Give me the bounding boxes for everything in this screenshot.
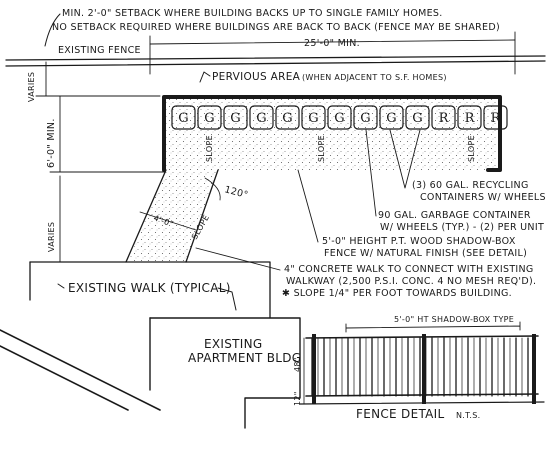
- handrail-line-b: [0, 345, 129, 411]
- existing-walk-outline: [29, 261, 271, 319]
- fence-type-dim: [345, 321, 521, 333]
- container-letter: R: [465, 111, 476, 126]
- container-letter: G: [256, 111, 266, 126]
- existing-fence-label: EXISTING FENCE: [58, 45, 141, 56]
- garbage-note-line1: 90 GAL. GARBAGE CONTAINER: [378, 210, 531, 221]
- varies-top-label: VARIES: [27, 72, 36, 102]
- width-dimension-label: 25'-0" MIN.: [304, 38, 360, 49]
- fence-grade-line: [299, 401, 545, 405]
- angle-arc: [204, 177, 221, 201]
- slope-label-3: SLOPE: [467, 135, 476, 162]
- garbage-container: [197, 105, 222, 130]
- varies-side-label: VARIES: [47, 222, 56, 252]
- width-dimension-line: [149, 39, 516, 45]
- fence-leader: [297, 169, 319, 243]
- fence-height-12: 12": [293, 391, 302, 406]
- pervious-area-leader: [199, 71, 211, 83]
- fence-detail-nts: N.T.S.: [456, 411, 480, 420]
- recycling-note-line2: CONTAINERS W/ WHEELS: [420, 192, 546, 203]
- container-letter: G: [308, 111, 318, 126]
- fence-post: [422, 334, 426, 404]
- garbage-leader: [365, 129, 377, 217]
- walk-note-leader: [195, 247, 281, 271]
- depth-dimension-line: [49, 95, 166, 173]
- recycling-container: [483, 105, 508, 130]
- walk-width-dim: [139, 211, 197, 231]
- shadow-box-fence: [162, 95, 502, 172]
- angle-label: 120°: [223, 184, 249, 201]
- existing-walk-leader: [57, 283, 237, 311]
- building-label-line2: APARTMENT BLDG: [188, 351, 301, 365]
- slope-label-1: SLOPE: [205, 135, 214, 162]
- slope-label-2: SLOPE: [317, 135, 326, 162]
- recycling-note-line1: (3) 60 GAL. RECYCLING: [412, 180, 529, 191]
- fence-pickets: [311, 334, 536, 404]
- container-letter: G: [178, 111, 188, 126]
- recycling-leader: [389, 129, 421, 189]
- container-letter: G: [204, 111, 214, 126]
- container-letter: G: [282, 111, 292, 126]
- setback-note-line2: NO SETBACK REQUIRED WHERE BUILDINGS ARE …: [52, 22, 500, 33]
- garbage-container: [171, 105, 196, 130]
- fence-detail-title: FENCE DETAIL: [356, 407, 445, 421]
- garbage-container: [301, 105, 326, 130]
- setback-note-line1: MIN. 2'-0" SETBACK WHERE BUILDING BACKS …: [62, 8, 443, 19]
- garbage-container: [405, 105, 430, 130]
- setback-leader: [44, 13, 61, 47]
- fence-post: [312, 334, 316, 404]
- fence-post: [532, 334, 536, 404]
- recycling-container: [431, 105, 456, 130]
- fence-note-line1: 5'-0" HEIGHT P.T. WOOD SHADOW-BOX: [322, 236, 516, 247]
- concrete-walk: [128, 170, 218, 262]
- walk-edge-left: [125, 169, 167, 263]
- container-letter: R: [491, 111, 502, 126]
- fence-height-48: 48": [293, 357, 302, 372]
- garbage-container: [275, 105, 300, 130]
- walk-edge-right: [185, 169, 219, 263]
- walk-note-line3: ✱ SLOPE 1/4" PER FOOT TOWARDS BUILDING.: [282, 288, 512, 299]
- fence-type-label: 5'-0" HT SHADOW-BOX TYPE: [394, 315, 514, 324]
- garbage-note-line2: W/ WHEELS (TYP.) - (2) PER UNIT: [380, 222, 544, 233]
- walk-note-line1: 4" CONCRETE WALK TO CONNECT WITH EXISTIN…: [284, 264, 534, 275]
- garbage-container: [249, 105, 274, 130]
- garbage-container: [223, 105, 248, 130]
- width-dimension-ext: [149, 31, 516, 75]
- container-letter: G: [412, 111, 422, 126]
- recycling-container: [457, 105, 482, 130]
- fence-note-line2: FENCE W/ NATURAL FINISH (SEE DETAIL): [324, 248, 527, 259]
- existing-fence-line-b: [5, 60, 546, 67]
- varies-top-dim: [35, 61, 161, 97]
- enclosure-pad: [162, 96, 502, 170]
- container-letter: G: [386, 111, 396, 126]
- walk-note-line2: WALKWAY (2,500 P.S.I. CONC. 4 NO MESH RE…: [286, 276, 536, 287]
- pervious-area-label: PERVIOUS AREA: [212, 71, 301, 83]
- building-label-line1: EXISTING: [204, 337, 263, 351]
- pervious-area-note: (WHEN ADJACENT TO S.F. HOMES): [302, 73, 447, 82]
- garbage-container: [353, 105, 378, 130]
- garbage-container: [327, 105, 352, 130]
- existing-walk-label: EXISTING WALK (TYPICAL): [68, 281, 231, 295]
- container-letter: G: [230, 111, 240, 126]
- existing-fence-line-a: [5, 55, 546, 61]
- garbage-container: [379, 105, 404, 130]
- container-letter: G: [360, 111, 370, 126]
- apartment-building-outline: [149, 317, 301, 429]
- container-letter: R: [439, 111, 450, 126]
- depth-dimension-label: 6'-0" MIN.: [46, 118, 57, 168]
- container-letter: G: [334, 111, 344, 126]
- handrail-line-a: [0, 329, 161, 411]
